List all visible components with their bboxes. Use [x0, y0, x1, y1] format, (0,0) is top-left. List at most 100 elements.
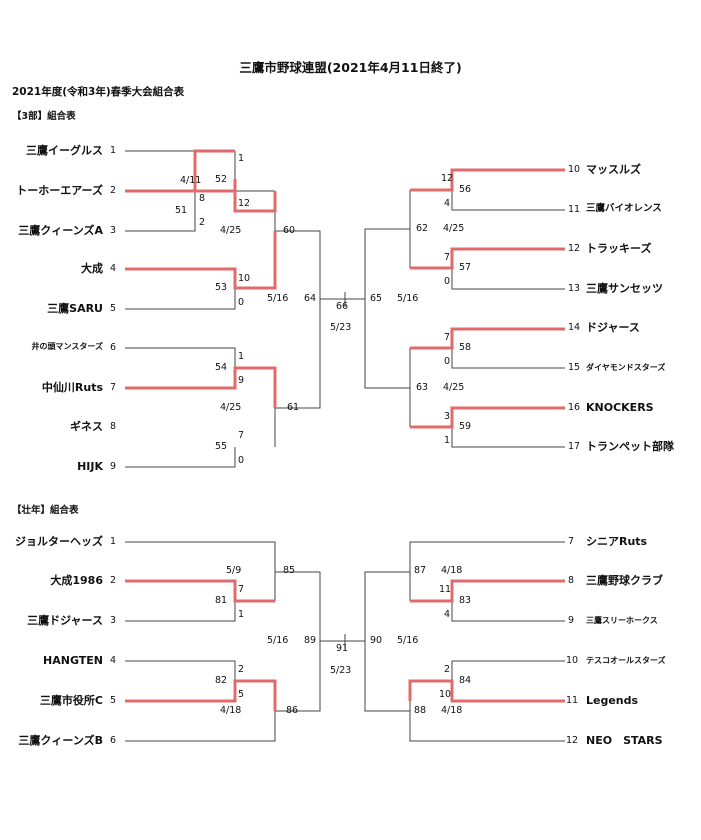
team-name: ギネス	[70, 420, 103, 433]
team-name: 三鷹クィーンズA	[18, 224, 103, 237]
match-date: 5/16	[267, 635, 289, 646]
team-number: 5	[110, 695, 117, 706]
team-name: トラッキーズ	[586, 242, 652, 255]
game-number: 52	[215, 174, 228, 185]
team-number: 6	[110, 342, 117, 353]
score: 7	[238, 430, 245, 441]
score: 1	[238, 609, 245, 620]
game-number: 88	[414, 705, 427, 716]
team-number: 7	[568, 536, 575, 547]
team-name: マッスルズ	[586, 163, 641, 176]
match-date: 5/9	[226, 565, 242, 576]
team-number: 13	[568, 283, 581, 294]
team-number: 11	[566, 695, 579, 706]
team-number: 3	[110, 615, 117, 626]
team-number: 4	[110, 655, 117, 666]
score: 0	[238, 455, 245, 466]
game-number: 82	[215, 675, 228, 686]
team-name: 大成1986	[50, 574, 103, 587]
match-date: 5/16	[267, 293, 289, 304]
game-number: 86	[286, 705, 299, 716]
team-number: 11	[568, 204, 581, 215]
score: 10	[439, 689, 452, 700]
match-date: 4/18	[441, 565, 463, 576]
team-name: トーホーエアーズ	[16, 184, 103, 197]
team-name: 井の頭マンスターズ	[31, 342, 103, 351]
team-name: NEO STARS	[586, 734, 663, 747]
team-name: 三鷹SARU	[47, 302, 103, 315]
match-date: 5/23	[330, 665, 352, 676]
team-number: 9	[568, 615, 575, 626]
score: 0	[238, 297, 245, 308]
game-number: 59	[459, 421, 472, 432]
score: 8	[199, 193, 206, 204]
score: 4	[444, 198, 451, 209]
game-number: 65	[370, 293, 383, 304]
team-name: HANGTEN	[43, 654, 103, 667]
team-name: HIJK	[77, 460, 103, 473]
game-number: 66	[336, 301, 349, 312]
team-number: 3	[110, 225, 117, 236]
score: 7	[238, 584, 245, 595]
score: 11	[439, 584, 452, 595]
game-number: 81	[215, 595, 228, 606]
game-number: 57	[459, 262, 472, 273]
team-number: 16	[568, 402, 581, 413]
team-name: 三鷹市役所C	[39, 694, 103, 707]
team-name: 三鷹クィーンズB	[18, 734, 103, 747]
game-number: 61	[287, 402, 300, 413]
team-number: 12	[566, 735, 579, 746]
team-name: トランペット部隊	[586, 440, 674, 453]
page-title: 三鷹市野球連盟(2021年4月11日終了)	[239, 60, 462, 75]
game-number: 63	[416, 382, 429, 393]
page-subtitle: 2021年度(令和3年)春季大会組合表	[12, 86, 185, 98]
score: 0	[444, 356, 451, 367]
score: 3	[444, 411, 451, 422]
score: 9	[238, 375, 245, 386]
score: 4	[444, 609, 451, 620]
team-number: 1	[110, 536, 117, 547]
team-number: 8	[110, 421, 117, 432]
match-date: 4/25	[443, 382, 465, 393]
score: 1	[238, 351, 245, 362]
game-number: 87	[414, 565, 427, 576]
team-number: 12	[568, 243, 581, 254]
game-number: 91	[336, 643, 349, 654]
score: 2	[238, 664, 245, 675]
team-name: 三鷹ドジャース	[27, 614, 103, 627]
team-name: 三鷹イーグルス	[26, 144, 103, 157]
winner-paths	[125, 149, 565, 711]
team-number: 9	[110, 461, 117, 472]
match-date: 5/16	[397, 635, 419, 646]
div3-heading: 【3部】組合表	[12, 111, 76, 122]
game-number: 53	[215, 282, 228, 293]
team-name: KNOCKERS	[586, 401, 654, 414]
score: 12	[441, 173, 454, 184]
team-number: 5	[110, 303, 117, 314]
team-number: 7	[110, 382, 117, 393]
score: 1	[444, 435, 451, 446]
match-date: 5/23	[330, 322, 352, 333]
team-name: ドジャース	[586, 321, 640, 334]
team-number: 17	[568, 441, 581, 452]
game-number: 60	[283, 225, 296, 236]
game-number: 64	[304, 293, 317, 304]
match-date: 5/16	[397, 293, 419, 304]
score: 7	[444, 252, 451, 263]
game-number: 62	[416, 223, 429, 234]
team-number: 10	[566, 655, 579, 666]
game-number: 84	[459, 675, 472, 686]
team-name: 三鷹バイオレンス	[586, 203, 662, 214]
team-number: 4	[110, 263, 117, 274]
team-name: ジョルターヘッズ	[15, 535, 103, 548]
score: 10	[238, 273, 251, 284]
team-number: 10	[568, 164, 581, 175]
match-date: 4/18	[441, 705, 463, 716]
team-number: 8	[568, 575, 575, 586]
score: 12	[238, 198, 251, 209]
game-number: 83	[459, 595, 472, 606]
match-date: 4/18	[220, 705, 242, 716]
score: 1	[238, 153, 245, 164]
match-date: 4/25	[220, 225, 242, 236]
